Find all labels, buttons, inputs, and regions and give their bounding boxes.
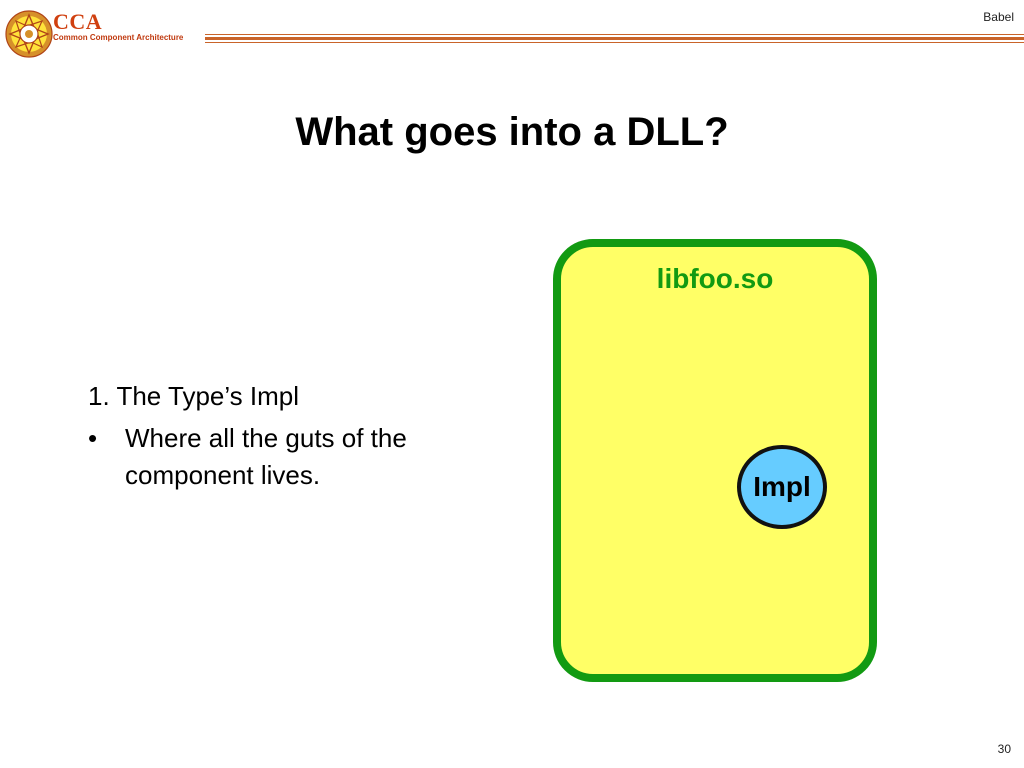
bullet-icon: • <box>88 423 98 453</box>
bullet-item: • Where all the guts of the component li… <box>88 420 488 494</box>
slide-title: What goes into a DLL? <box>295 110 729 154</box>
library-label: libfoo.so <box>656 263 774 294</box>
brand-tagline: Common Component Architecture <box>53 33 184 42</box>
header-rule-bottom <box>205 42 1024 43</box>
bullet-text: Where all the guts of the component live… <box>125 423 407 490</box>
page-number: 30 <box>997 742 1011 756</box>
cca-logo-icon <box>5 10 53 58</box>
slide-body: 1. The Type’s Impl • Where all the guts … <box>88 378 488 494</box>
header-section-label: Babel <box>983 10 1014 24</box>
impl-node: Impl <box>737 445 827 529</box>
header-rule-main <box>205 37 1024 40</box>
header-rule-top <box>205 34 1024 35</box>
library-container: libfoo.so Impl <box>553 239 877 682</box>
numbered-item: 1. The Type’s Impl <box>88 381 300 411</box>
brand-name: CCA <box>53 9 103 34</box>
